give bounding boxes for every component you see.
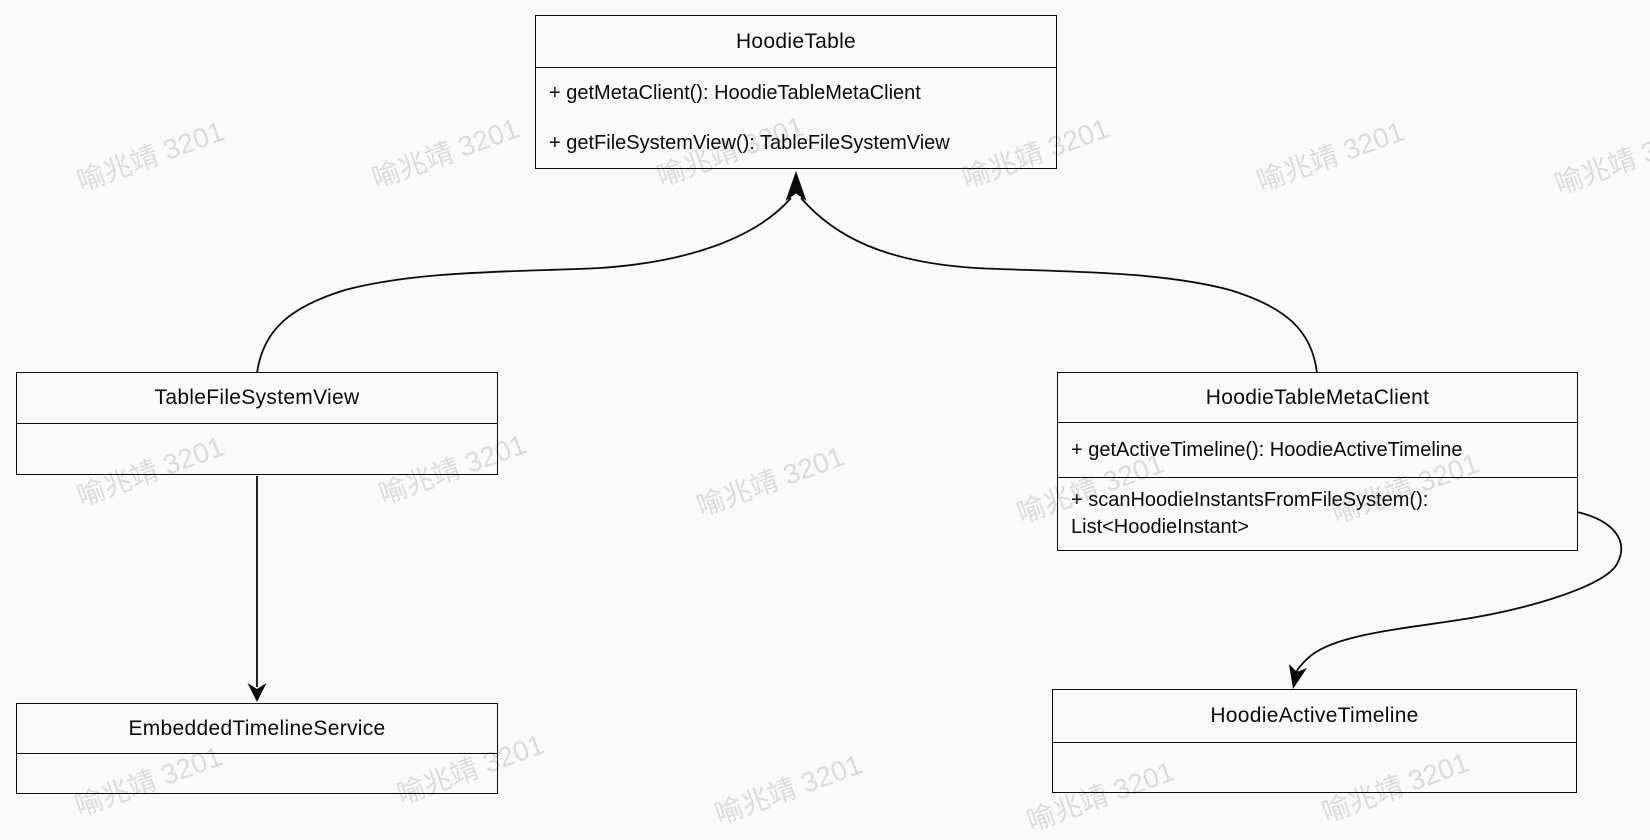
class-title-hoodietable: HoodieTable [536, 16, 1056, 68]
class-box-hoodietablemetaclient: HoodieTableMetaClient + getActiveTimelin… [1057, 372, 1578, 551]
class-title-hoodieactivetimeline: HoodieActiveTimeline [1053, 690, 1576, 743]
relations-layer [247, 171, 1623, 702]
class-box-hoodietable: HoodieTable + getMetaClient(): HoodieTab… [535, 15, 1057, 169]
class-title-tablefilesystemview: TableFileSystemView [17, 373, 497, 424]
empty-compartment [1053, 743, 1576, 792]
edge-hoodietablemetaclient-to-hoodieactivetimeline [1294, 511, 1623, 677]
method-getactivetimeline-compartment: + getActiveTimeline(): HoodieActiveTimel… [1058, 423, 1577, 478]
class-box-embeddedtimelineservice: EmbeddedTimelineService [16, 703, 498, 794]
method-scanhoodieinstants-compartment: + scanHoodieInstantsFromFileSystem(): Li… [1058, 478, 1577, 550]
method-scanhoodieinstants-line2: List<HoodieInstant> [1071, 516, 1249, 538]
arrowhead-into-hoodieactivetimeline [1289, 664, 1307, 689]
method-scanhoodieinstants-line1: + scanHoodieInstantsFromFileSystem(): [1071, 489, 1429, 511]
edge-tablefilesystemview-to-hoodietable [256, 197, 792, 374]
class-box-hoodieactivetimeline: HoodieActiveTimeline [1052, 689, 1577, 793]
edge-hoodietablemetaclient-to-hoodietable [800, 197, 1318, 374]
method-getfilesystemview: + getFileSystemView(): TableFileSystemVi… [549, 132, 950, 154]
class-title-hoodietablemetaclient: HoodieTableMetaClient [1058, 373, 1577, 423]
methods-hoodietable: + getMetaClient(): HoodieTableMetaClient… [536, 68, 1056, 168]
method-getactivetimeline: + getActiveTimeline(): HoodieActiveTimel… [1071, 438, 1463, 461]
class-title-embeddedtimelineservice: EmbeddedTimelineService [17, 704, 497, 754]
class-box-tablefilesystemview: TableFileSystemView [16, 372, 498, 475]
empty-compartment [17, 424, 497, 474]
arrowhead-into-embeddedtimelineservice [247, 683, 267, 702]
uml-class-diagram: HoodieTable + getMetaClient(): HoodieTab… [16, 15, 1650, 838]
method-getmetaclient: + getMetaClient(): HoodieTableMetaClient [549, 82, 921, 104]
empty-compartment [17, 754, 497, 793]
arrowhead-into-hoodietable [785, 171, 807, 201]
